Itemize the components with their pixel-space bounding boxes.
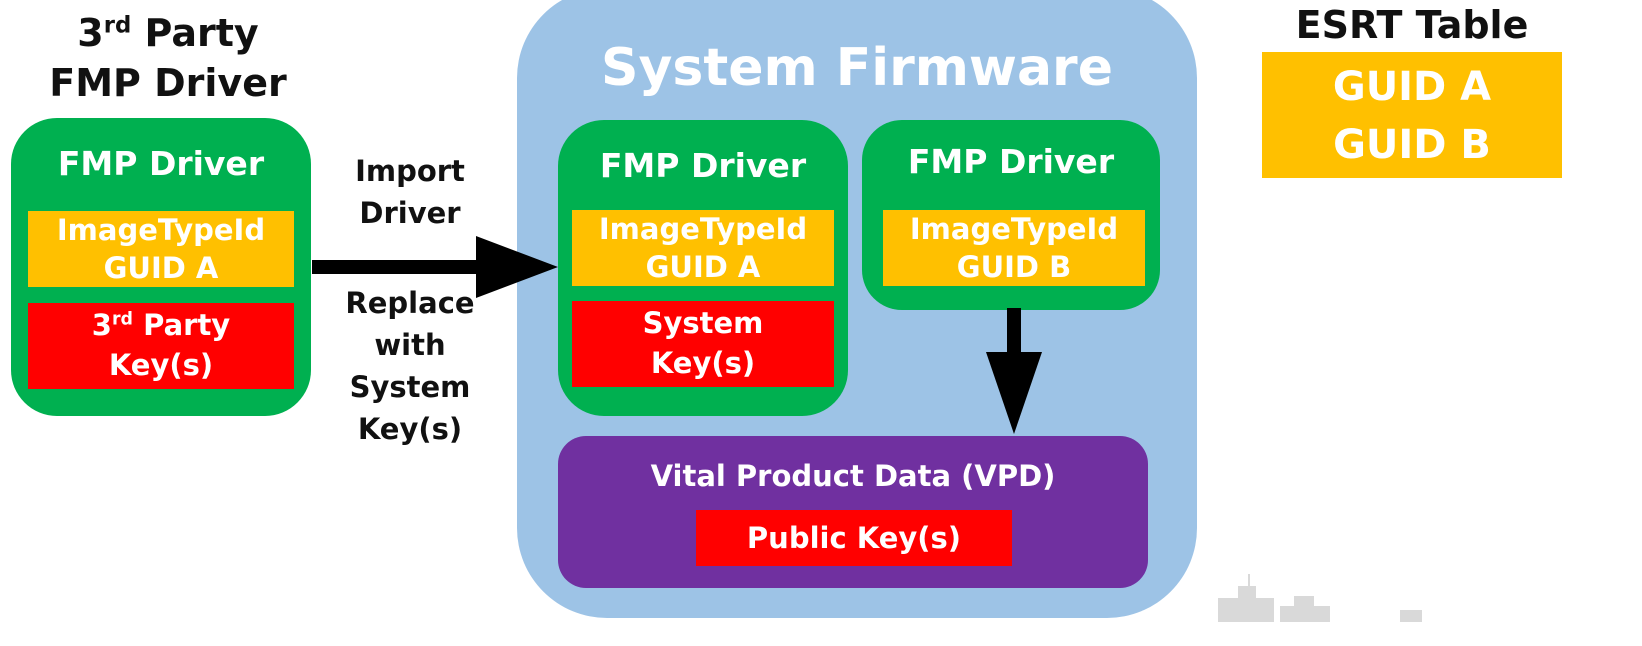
image-type-guid: GUID A [645,250,761,284]
vpd-arrow-shaft [1007,308,1021,358]
system-fmp-driver-a: FMP Driver ImageTypeId GUID A System Key… [558,120,848,416]
import-driver-label: Import Driver [340,150,480,234]
third-party-fmp-driver: FMP Driver ImageTypeId GUID A 3rd Party … [11,118,311,416]
replace-label-line2: with [374,328,446,362]
vpd-public-keys: Public Key(s) [696,510,1012,566]
third-party-image-type: ImageTypeId GUID A [28,211,294,287]
driver-b-label: FMP Driver [907,142,1115,181]
vpd-arrow-head [986,352,1042,434]
replace-label-line4: Key(s) [357,412,463,446]
image-type-guid: GUID B [956,250,1072,284]
import-label-line1: Import [355,154,465,188]
driver-a-system-keys: System Key(s) [572,301,834,387]
driver-a-image-type: ImageTypeId GUID A [572,210,834,286]
replace-label-line1: Replace [345,286,475,320]
system-firmware-title: System Firmware [601,38,1113,98]
import-label-line2: Driver [359,196,461,230]
import-arrow [312,236,558,298]
third-party-title-line2: FMP Driver [49,61,287,105]
skyline-graphic [1218,574,1422,622]
esrt-title: ESRT Table [1295,3,1529,47]
vital-product-data: Vital Product Data (VPD) Public Key(s) [558,436,1148,588]
system-keys-line2: Key(s) [650,346,756,380]
image-type-guid: GUID A [103,251,219,285]
third-party-title: 3rd Party FMP Driver [30,8,306,108]
third-party-keys: 3rd Party Key(s) [28,303,294,389]
replace-keys-label: Replace with System Key(s) [335,282,485,450]
system-fmp-driver-b: FMP Driver ImageTypeId GUID B [862,120,1160,310]
vpd-title: Vital Product Data (VPD) [650,459,1056,493]
esrt-entry-guid-b: GUID B [1333,122,1491,168]
third-party-title-line1: 3rd Party [77,11,259,55]
driver-a-label: FMP Driver [599,146,807,185]
vpd-arrow [986,308,1042,434]
replace-label-line3: System [349,370,471,404]
esrt-entry-guid-a: GUID A [1332,64,1492,110]
image-type-label: ImageTypeId [598,212,808,246]
third-party-keys-line1: 3rd Party [91,308,231,342]
image-type-label: ImageTypeId [56,213,266,247]
system-keys-line1: System [642,306,764,340]
driver-b-image-type: ImageTypeId GUID B [883,210,1145,286]
import-arrow-head [476,236,558,298]
esrt-table: GUID A GUID B [1262,52,1562,178]
third-party-keys-line2: Key(s) [108,348,214,382]
image-type-label: ImageTypeId [909,212,1119,246]
third-party-driver-label: FMP Driver [57,144,265,183]
import-arrow-shaft [312,260,492,274]
